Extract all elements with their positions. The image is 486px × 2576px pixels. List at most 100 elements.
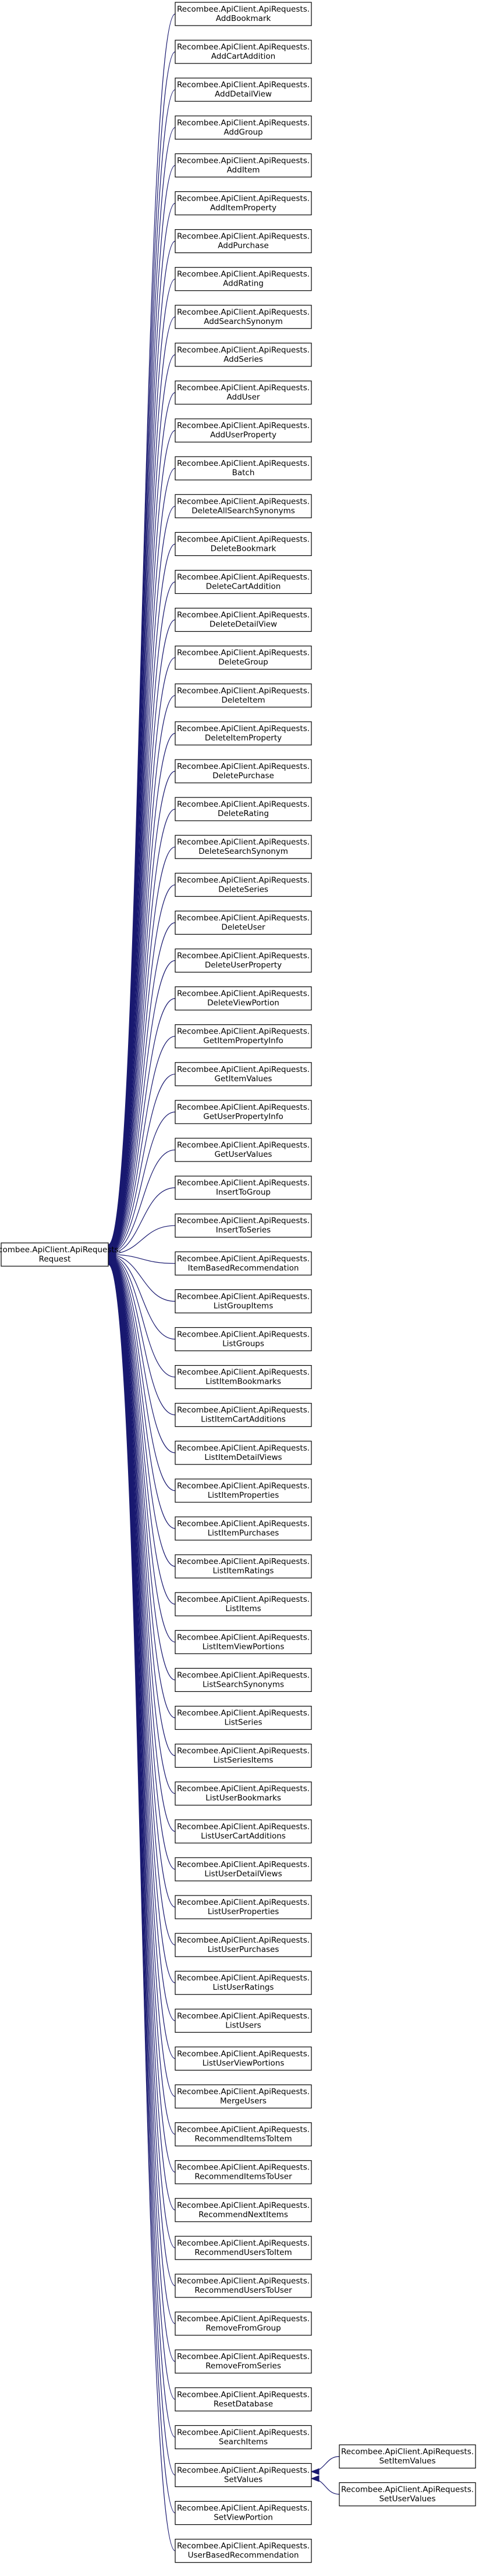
class-namespace-label: Recombee.ApiClient.ApiRequests. [177,2201,310,2210]
class-node-list-user-bookmarks[interactable]: Recombee.ApiClient.ApiRequests.ListUserB… [175,1782,312,1806]
class-node-get-user-values[interactable]: Recombee.ApiClient.ApiRequests.GetUserVa… [175,1138,312,1162]
base-class-node-request[interactable]: Recombee.ApiClient.ApiRequests.Request [0,1242,121,1267]
inheritance-edge [108,1074,176,1253]
class-namespace-label: Recombee.ApiClient.ApiRequests. [177,913,310,922]
class-node-add-user-property[interactable]: Recombee.ApiClient.ApiRequests.AddUserPr… [175,418,312,443]
class-node-add-detail-view[interactable]: Recombee.ApiClient.ApiRequests.AddDetail… [175,77,312,102]
class-name-label: DeleteCartAddition [206,582,281,592]
class-name-label: GetItemValues [215,1074,272,1084]
class-name-label: DeleteViewPortion [207,999,279,1008]
class-node-add-item-property[interactable]: Recombee.ApiClient.ApiRequests.AddItemPr… [175,191,312,216]
class-node-set-user-values[interactable]: Recombee.ApiClient.ApiRequests.SetUserVa… [339,2482,476,2507]
class-node-delete-user-property[interactable]: Recombee.ApiClient.ApiRequests.DeleteUse… [175,948,312,973]
class-node-list-user-purchases[interactable]: Recombee.ApiClient.ApiRequests.ListUserP… [175,1933,312,1957]
inheritance-edge [108,657,176,1250]
class-node-delete-series[interactable]: Recombee.ApiClient.ApiRequests.DeleteSer… [175,872,312,897]
class-node-list-item-purchases[interactable]: Recombee.ApiClient.ApiRequests.ListItemP… [175,1516,312,1541]
class-node-list-item-properties[interactable]: Recombee.ApiClient.ApiRequests.ListItemP… [175,1478,312,1503]
class-box [175,1744,312,1768]
class-node-delete-user[interactable]: Recombee.ApiClient.ApiRequests.DeleteUse… [175,910,312,935]
class-node-list-item-cart-additions[interactable]: Recombee.ApiClient.ApiRequests.ListItemC… [175,1403,312,1427]
class-node-list-user-ratings[interactable]: Recombee.ApiClient.ApiRequests.ListUserR… [175,1971,312,1995]
class-box [175,2046,312,2071]
class-box [175,2160,312,2185]
class-node-list-groups[interactable]: Recombee.ApiClient.ApiRequests.ListGroup… [175,1327,312,1352]
class-node-list-item-detail-views[interactable]: Recombee.ApiClient.ApiRequests.ListItemD… [175,1441,312,1465]
class-node-list-items[interactable]: Recombee.ApiClient.ApiRequests.ListItems [175,1592,312,1616]
class-node-delete-view-portion[interactable]: Recombee.ApiClient.ApiRequests.DeleteVie… [175,986,312,1011]
class-namespace-label: Recombee.ApiClient.ApiRequests. [177,611,310,620]
class-node-add-rating[interactable]: Recombee.ApiClient.ApiRequests.AddRating [175,267,312,291]
class-node-list-user-properties[interactable]: Recombee.ApiClient.ApiRequests.ListUserP… [175,1895,312,1919]
inheritance-edge [108,354,176,1248]
class-node-delete-search-synonym[interactable]: Recombee.ApiClient.ApiRequests.DeleteSea… [175,835,312,859]
class-node-set-values[interactable]: Recombee.ApiClient.ApiRequests.SetValues [175,2463,312,2488]
class-node-list-user-view-portions[interactable]: Recombee.ApiClient.ApiRequests.ListUserV… [175,2046,312,2071]
class-node-list-search-synonyms[interactable]: Recombee.ApiClient.ApiRequests.ListSearc… [175,1668,312,1692]
class-node-delete-all-search-synonyms[interactable]: Recombee.ApiClient.ApiRequests.DeleteAll… [175,494,312,518]
inheritance-edges [107,13,340,2552]
class-node-list-item-view-portions[interactable]: Recombee.ApiClient.ApiRequests.ListItemV… [175,1630,312,1654]
class-node-add-group[interactable]: Recombee.ApiClient.ApiRequests.AddGroup [175,115,312,140]
class-node-delete-bookmark[interactable]: Recombee.ApiClient.ApiRequests.DeleteBoo… [175,532,312,557]
class-box [339,2482,476,2507]
class-node-recommend-users-to-user[interactable]: Recombee.ApiClient.ApiRequests.Recommend… [175,2274,312,2298]
class-node-merge-users[interactable]: Recombee.ApiClient.ApiRequests.MergeUser… [175,2084,312,2109]
class-node-delete-item-property[interactable]: Recombee.ApiClient.ApiRequests.DeleteIte… [175,721,312,746]
class-node-list-users[interactable]: Recombee.ApiClient.ApiRequests.ListUsers [175,2008,312,2033]
inheritance-edge [108,808,176,1252]
class-node-remove-from-series[interactable]: Recombee.ApiClient.ApiRequests.RemoveFro… [175,2349,312,2374]
class-box [175,2,312,26]
class-node-list-series-items[interactable]: Recombee.ApiClient.ApiRequests.ListSerie… [175,1744,312,1768]
class-node-add-item[interactable]: Recombee.ApiClient.ApiRequests.AddItem [175,153,312,177]
class-node-list-item-bookmarks[interactable]: Recombee.ApiClient.ApiRequests.ListItemB… [175,1365,312,1389]
class-box [175,1668,312,1692]
class-node-list-user-cart-additions[interactable]: Recombee.ApiClient.ApiRequests.ListUserC… [175,1819,312,1844]
class-node-insert-to-group[interactable]: Recombee.ApiClient.ApiRequests.InsertToG… [175,1175,312,1200]
class-node-add-search-synonym[interactable]: Recombee.ApiClient.ApiRequests.AddSearch… [175,305,312,329]
class-node-delete-item[interactable]: Recombee.ApiClient.ApiRequests.DeleteIte… [175,683,312,708]
class-node-list-group-items[interactable]: Recombee.ApiClient.ApiRequests.ListGroup… [175,1289,312,1313]
class-name-label: ListSeries [224,1718,262,1727]
class-node-item-based-recommendation[interactable]: Recombee.ApiClient.ApiRequests.ItemBased… [175,1251,312,1275]
class-node-set-view-portion[interactable]: Recombee.ApiClient.ApiRequests.SetViewPo… [175,2501,312,2525]
class-node-delete-group[interactable]: Recombee.ApiClient.ApiRequests.DeleteGro… [175,646,312,670]
class-node-recommend-users-to-item[interactable]: Recombee.ApiClient.ApiRequests.Recommend… [175,2236,312,2260]
inheritance-edge [108,1257,176,1719]
class-node-list-series[interactable]: Recombee.ApiClient.ApiRequests.ListSerie… [175,1705,312,1730]
class-node-add-bookmark[interactable]: Recombee.ApiClient.ApiRequests.AddBookma… [175,2,312,26]
class-node-list-user-detail-views[interactable]: Recombee.ApiClient.ApiRequests.ListUserD… [175,1857,312,1882]
class-node-list-item-ratings[interactable]: Recombee.ApiClient.ApiRequests.ListItemR… [175,1554,312,1579]
class-node-recommend-next-items[interactable]: Recombee.ApiClient.ApiRequests.Recommend… [175,2198,312,2222]
class-node-delete-purchase[interactable]: Recombee.ApiClient.ApiRequests.DeletePur… [175,759,312,783]
class-node-reset-database[interactable]: Recombee.ApiClient.ApiRequests.ResetData… [175,2387,312,2411]
class-node-remove-from-group[interactable]: Recombee.ApiClient.ApiRequests.RemoveFro… [175,2311,312,2336]
class-node-add-cart-addition[interactable]: Recombee.ApiClient.ApiRequests.AddCartAd… [175,40,312,64]
class-node-add-series[interactable]: Recombee.ApiClient.ApiRequests.AddSeries [175,343,312,367]
class-namespace-label: Recombee.ApiClient.ApiRequests. [177,762,310,771]
class-node-delete-rating[interactable]: Recombee.ApiClient.ApiRequests.DeleteRat… [175,797,312,821]
class-box [175,1365,312,1389]
class-namespace-label: Recombee.ApiClient.ApiRequests. [177,383,310,393]
class-node-recommend-items-to-item[interactable]: Recombee.ApiClient.ApiRequests.Recommend… [175,2122,312,2147]
class-node-batch[interactable]: Recombee.ApiClient.ApiRequests.Batch [175,456,312,480]
class-node-get-item-values[interactable]: Recombee.ApiClient.ApiRequests.GetItemVa… [175,1062,312,1086]
inheritance-edge [108,960,176,1253]
class-node-delete-cart-addition[interactable]: Recombee.ApiClient.ApiRequests.DeleteCar… [175,569,312,594]
class-box [175,872,312,897]
class-node-delete-detail-view[interactable]: Recombee.ApiClient.ApiRequests.DeleteDet… [175,607,312,632]
class-namespace-label: Recombee.ApiClient.ApiRequests. [177,2163,310,2172]
class-box [175,40,312,64]
class-node-add-user[interactable]: Recombee.ApiClient.ApiRequests.AddUser [175,380,312,405]
class-node-get-user-property-info[interactable]: Recombee.ApiClient.ApiRequests.GetUserPr… [175,1100,312,1124]
class-node-recommend-items-to-user[interactable]: Recombee.ApiClient.ApiRequests.Recommend… [175,2160,312,2185]
inheritance-arrowhead [310,2475,320,2482]
class-node-user-based-recommendation[interactable]: Recombee.ApiClient.ApiRequests.UserBased… [175,2539,312,2563]
class-namespace-label: Recombee.ApiClient.ApiRequests. [177,838,310,847]
class-node-insert-to-series[interactable]: Recombee.ApiClient.ApiRequests.InsertToS… [175,1213,312,1238]
class-node-set-item-values[interactable]: Recombee.ApiClient.ApiRequests.SetItemVa… [339,2444,476,2469]
class-node-add-purchase[interactable]: Recombee.ApiClient.ApiRequests.AddPurcha… [175,229,312,254]
class-node-get-item-property-info[interactable]: Recombee.ApiClient.ApiRequests.GetItemPr… [175,1024,312,1049]
class-namespace-label: Recombee.ApiClient.ApiRequests. [177,156,310,165]
class-node-search-items[interactable]: Recombee.ApiClient.ApiRequests.SearchIte… [175,2425,312,2449]
